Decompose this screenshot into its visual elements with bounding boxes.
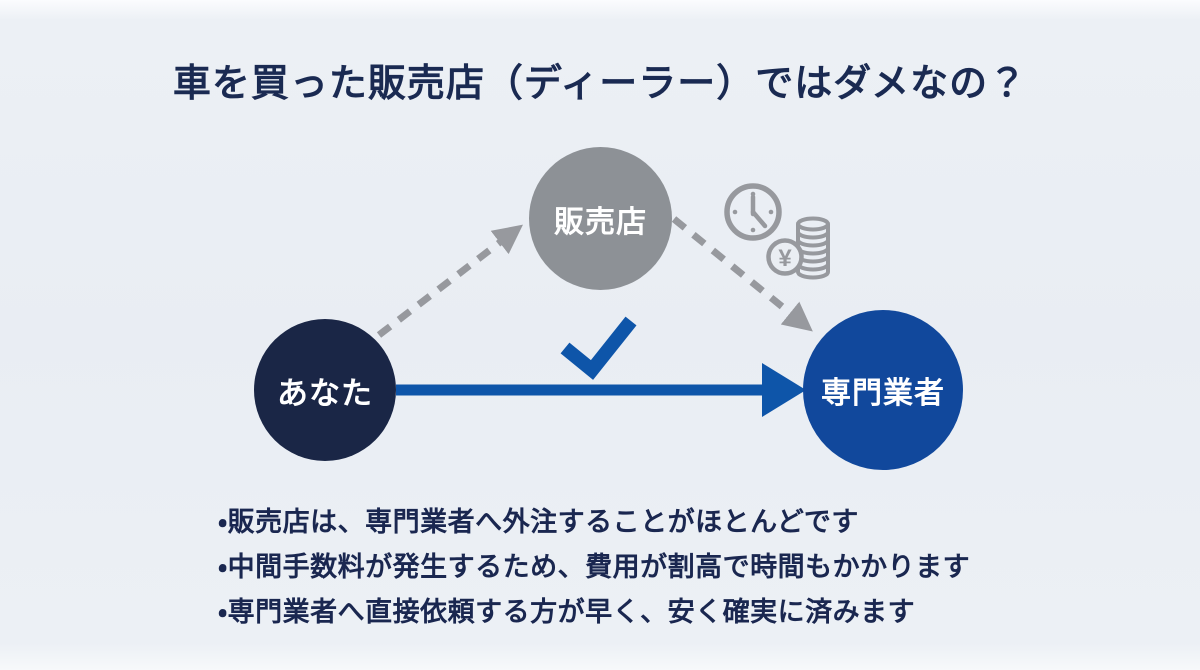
node-you-label: あなた — [277, 375, 373, 411]
node-specialist-label: 専門業者 — [821, 377, 945, 410]
note-item: ・販売店は、専門業者へ外注することがほとんどです — [218, 507, 859, 537]
note-item: ・中間手数料が発生するため、費用が割高で時間もかかります — [218, 552, 971, 582]
node-dealer: 販売店 — [529, 147, 672, 290]
note-item: ・専門業者へ直接依頼する方が早く、安く確実に済みます — [218, 597, 916, 627]
dashed-arrow-dealer-to-specialist-icon — [671, 216, 813, 332]
yen-glyph: ¥ — [778, 245, 792, 272]
node-dealer-label: 販売店 — [554, 205, 647, 239]
page-title: 車を買った販売店（ディーラー）ではダメなの？ — [172, 63, 1028, 105]
node-you: あなた — [254, 319, 396, 461]
yen-coins-icon: ¥ — [766, 216, 830, 280]
node-specialist: 専門業者 — [803, 310, 963, 470]
dashed-arrow-you-to-dealer-icon — [376, 224, 524, 338]
direct-arrow-icon — [396, 363, 806, 417]
check-icon — [560, 316, 637, 380]
notes-list: ・販売店は、専門業者へ外注することがほとんどです ・中間手数料が発生するため、費… — [218, 500, 970, 635]
clock-icon — [724, 183, 782, 241]
